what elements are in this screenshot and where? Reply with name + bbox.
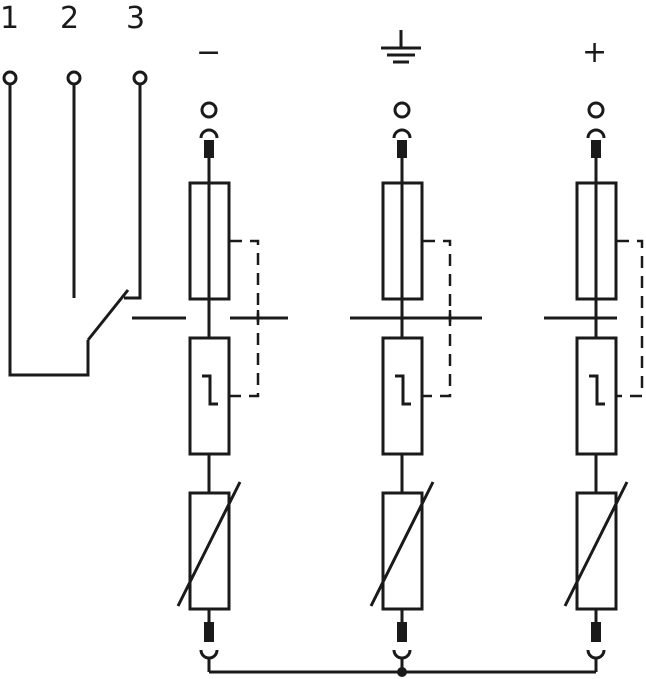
junction-dot	[397, 667, 407, 677]
terminal-label-1: 1	[0, 1, 19, 36]
wire-terminal-1	[8, 84, 90, 377]
terminal-label-2: 2	[60, 1, 79, 36]
ground-icon	[381, 30, 421, 64]
signal-contact	[2, 70, 186, 377]
terminal-top	[393, 101, 411, 119]
terminal-label-3: 3	[126, 1, 145, 36]
terminal-3-connector	[132, 70, 148, 86]
terminal-2-connector	[66, 70, 82, 86]
terminal-top	[587, 101, 605, 119]
column-ground	[350, 101, 482, 672]
pole-label-positive: +	[582, 35, 607, 70]
wire-terminal-3	[124, 84, 142, 300]
pole-label-negative: −	[196, 35, 221, 70]
switch-lever	[86, 289, 130, 341]
varistor	[575, 491, 618, 611]
terminal-1-connector	[2, 70, 18, 86]
column-negative	[176, 101, 288, 672]
common-bus	[209, 667, 596, 677]
terminal-top	[200, 101, 218, 119]
column-positive	[544, 101, 644, 672]
varistor	[381, 491, 424, 611]
varistor	[188, 491, 231, 611]
